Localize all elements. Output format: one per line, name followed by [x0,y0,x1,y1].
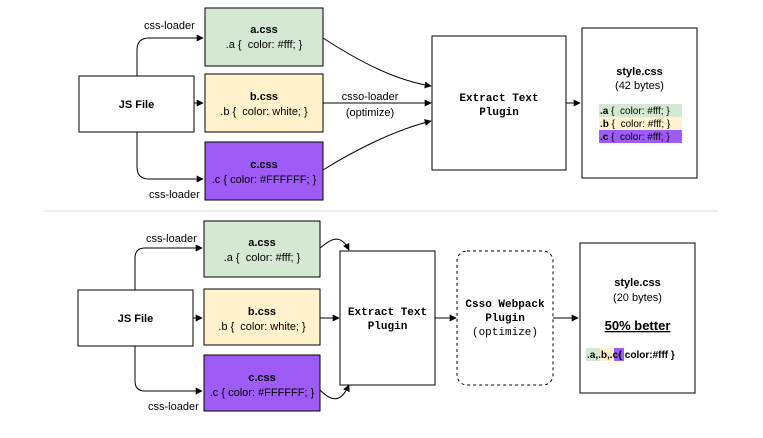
js-file-box-2 [77,289,194,347]
arrow2-js-to-a [134,244,203,290]
out-c-rule: .c { color: #fff; } [600,132,670,143]
arrow2-c-to-extract [319,384,350,400]
b-css-box [204,73,324,133]
out-a-highlight [599,104,682,117]
js-file-label: JS File [119,99,154,111]
csso-loader-optimize-label: (optimize) [346,107,394,119]
out-a-rule: .a { color: #fff; } [600,106,670,117]
top-pipeline: JS File css-loader css-loader a.css .a {… [78,7,698,201]
js-file-label-2: JS File [118,313,153,325]
c-css-code: .c { color: #FFFFFF; } [212,174,317,186]
style-css-title-2: style.css [614,277,660,289]
b-css-title-2: b.css [248,306,276,318]
c-css-box [204,141,324,201]
style-css-size-2: (20 bytes) [613,292,662,304]
css-loader-label-bottom-2: css-loader [148,401,199,413]
extract-text-plugin-box [431,35,567,171]
js-file-box [78,75,195,133]
sel-a-highlight [586,348,600,361]
out-b-highlight [599,117,682,130]
extract-text-label2-line2: Plugin [368,321,408,333]
csso-label-line1: Csso Webpack [465,299,545,311]
minified-rule: .a,.b,.c{ color:#fff } [587,350,675,361]
css-loader-label-bottom: css-loader [149,189,200,201]
style-css-size: (42 bytes) [615,80,664,92]
arrow-c-to-extract [322,119,432,171]
csso-webpack-plugin-box [456,250,554,386]
css-loader-label-top: css-loader [144,20,195,32]
a-css-box [204,7,324,67]
csso-loader-label: csso-loader [342,91,399,103]
a-css-box-2 [203,220,321,278]
a-css-code: .a { color: #fff; } [226,39,303,51]
better-label: 50% better [605,318,671,333]
b-css-code-2: .b { color: white; } [218,321,306,333]
arrow-js-to-a [136,34,204,76]
c-css-code-2: .c { color: #FFFFFF; } [210,387,315,399]
out-b-rule: .b { color: #fff; } [600,119,671,130]
style-css-title: style.css [616,66,662,78]
arrow-js-to-c [136,132,204,183]
arrow2-js-to-c [134,346,203,395]
c-css-title-2: c.css [248,372,276,384]
a-css-title-2: a.css [248,237,276,249]
arrow-a-to-extract [322,37,432,89]
extract-text-label2-line1: Extract Text [348,307,427,319]
extract-text-label-line1: Extract Text [459,93,538,105]
sel-c-highlight [614,348,624,361]
c-css-title: c.css [250,159,278,171]
a-css-code-2: .a { color: #fff; } [224,252,301,264]
sel-b-highlight [600,348,614,361]
style-css-output-box [581,27,698,179]
css-loader-label-top-2: css-loader [146,233,197,245]
style-css-output-box-2 [579,242,696,394]
extract-text-label-line2: Plugin [479,107,519,119]
csso-label-line3: (optimize) [472,327,538,339]
b-css-title: b.css [250,91,278,103]
bottom-pipeline: JS File css-loader css-loader a.css .a {… [77,220,696,413]
c-css-box-2 [203,354,321,412]
csso-label-line2: Plugin [485,313,525,325]
b-css-box-2 [203,288,321,346]
out-c-highlight [599,130,682,143]
b-css-code: .b { color: white; } [220,106,308,118]
extract-text-plugin-box-2 [339,250,436,386]
a-css-title: a.css [250,24,278,36]
arrow2-a-to-extract [319,238,350,251]
